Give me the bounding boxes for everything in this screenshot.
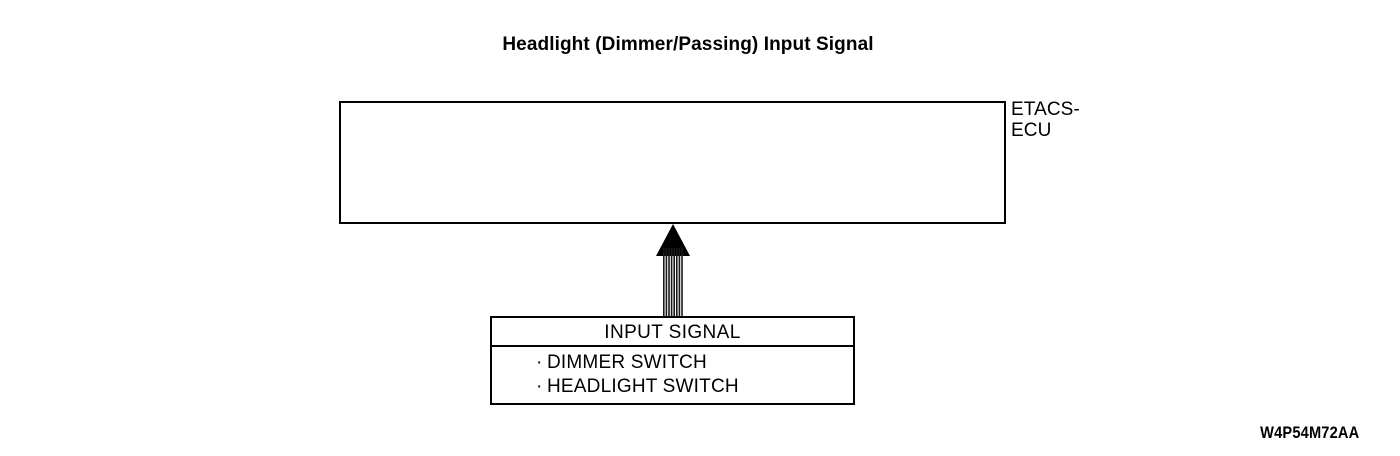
input-signal-list: ·DIMMER SWITCH ·HEADLIGHT SWITCH [492,347,853,399]
etacs-ecu-box [339,101,1006,224]
bullet-icon: · [536,376,543,397]
figure-code: W4P54M72AA [1259,423,1359,442]
list-item-label: DIMMER SWITCH [547,352,707,373]
list-item: ·DIMMER SWITCH [536,351,853,375]
bullet-icon: · [536,352,543,373]
wire-bundle-arrow-icon [655,222,691,318]
list-item: ·HEADLIGHT SWITCH [536,375,853,399]
input-signal-header: INPUT SIGNAL [492,318,853,347]
input-signal-box: INPUT SIGNAL ·DIMMER SWITCH ·HEADLIGHT S… [490,316,855,405]
etacs-ecu-label-line2: ECU [1011,120,1052,141]
page-title: Headlight (Dimmer/Passing) Input Signal [502,34,874,55]
etacs-ecu-label: ETACS- ECU [1011,99,1131,141]
etacs-ecu-label-line1: ETACS- [1011,99,1080,120]
list-item-label: HEADLIGHT SWITCH [547,376,739,397]
